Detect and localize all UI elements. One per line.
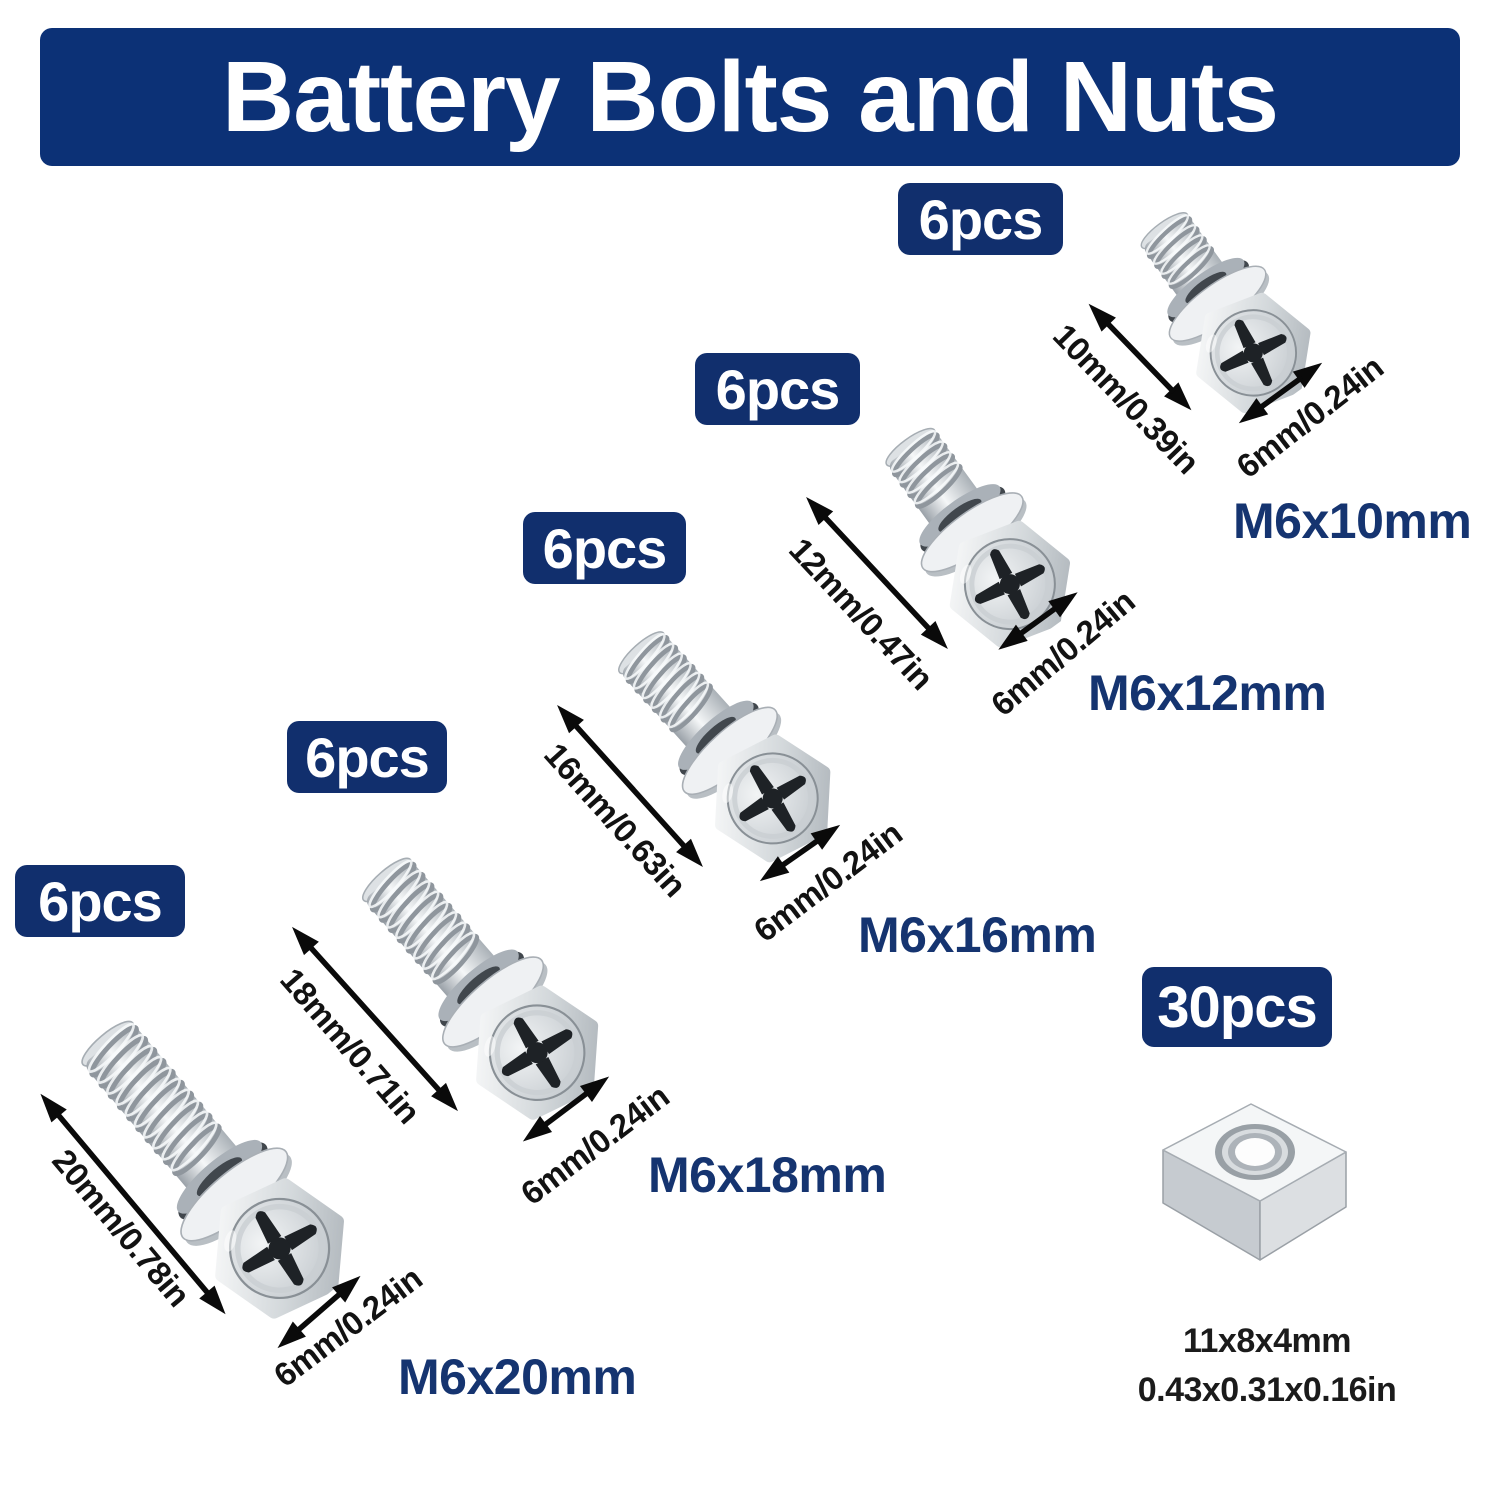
nut-size-mm-label: 11x8x4mm bbox=[1182, 1322, 1352, 1360]
size-name-label-m6x12: M6x12mm bbox=[1088, 665, 1327, 721]
length-dimension-arrow-m6x12 bbox=[796, 487, 958, 658]
width-dimension-arrow-m6x10 bbox=[1230, 352, 1330, 435]
width-dimension-arrow-m6x16 bbox=[752, 814, 849, 893]
size-name-label-m6x18: M6x18mm bbox=[648, 1147, 887, 1203]
count-badge-square-nut: 30pcs bbox=[1142, 967, 1332, 1047]
length-dimension-arrow-m6x16 bbox=[547, 696, 714, 877]
nut-size-in-label: 0.43x0.31x0.16in bbox=[1137, 1371, 1397, 1409]
length-dimension-arrow-m6x18 bbox=[282, 917, 469, 1120]
length-dimension-arrow-m6x10 bbox=[1079, 294, 1202, 420]
count-badge-m6x18: 6pcs bbox=[287, 721, 447, 793]
width-dimension-arrow-m6x18 bbox=[514, 1066, 617, 1153]
square-nut-illustration bbox=[1155, 1095, 1355, 1270]
bolt-illustration-m6x10 bbox=[1073, 147, 1352, 446]
count-badge-m6x20: 6pcs bbox=[15, 865, 185, 937]
bolt-illustration-m6x20 bbox=[3, 944, 394, 1359]
size-name-label-m6x16: M6x16mm bbox=[858, 907, 1097, 963]
count-badge-m6x16: 6pcs bbox=[523, 512, 686, 584]
width-dimension-arrow-m6x12 bbox=[990, 581, 1086, 661]
count-badge-m6x10: 6pcs bbox=[898, 183, 1063, 255]
page-title: Battery Bolts and Nuts bbox=[222, 40, 1279, 153]
size-name-label-m6x20: M6x20mm bbox=[398, 1349, 637, 1405]
count-badge-m6x12: 6pcs bbox=[695, 353, 860, 425]
width-dimension-arrow-m6x20 bbox=[268, 1265, 370, 1358]
bolt-illustration-m6x16 bbox=[547, 561, 876, 900]
length-dimension-arrow-m6x20 bbox=[30, 1085, 236, 1324]
title-banner: Battery Bolts and Nuts bbox=[40, 28, 1460, 166]
size-name-label-m6x10: M6x10mm bbox=[1233, 493, 1472, 549]
bolt-illustration-m6x12 bbox=[814, 359, 1114, 682]
